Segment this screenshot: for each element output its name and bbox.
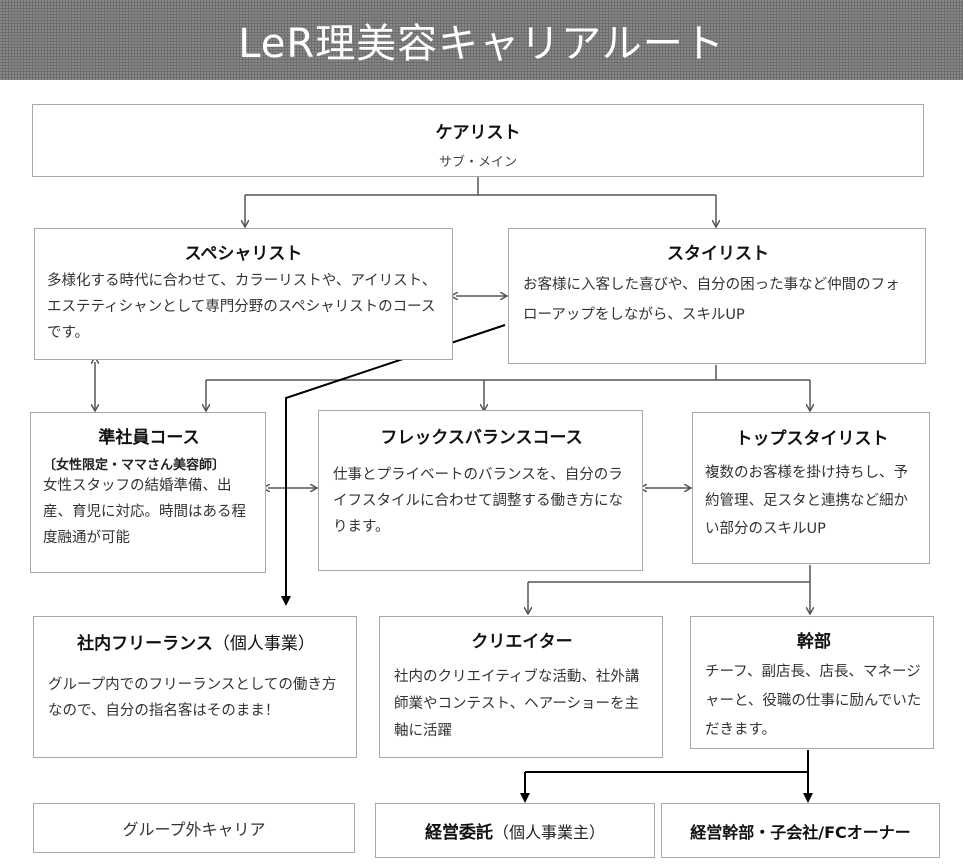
topstylist-title: トップスタイリスト — [735, 429, 889, 449]
owner-title: 経営幹部・子会社/FCオーナー — [690, 822, 911, 842]
consign-title: 経営委託 — [424, 823, 493, 843]
box-topstylist: トップスタイリスト 複数のお客様を掛け持ちし、予約管理、足スタと連携など細かい部… — [692, 412, 930, 564]
external-title: グループ外キャリア — [122, 820, 266, 839]
box-stylist: スタイリスト お客様に入客した喜びや、自分の困った事など仲間のフォローアップをし… — [508, 228, 926, 364]
box-junshain: 準社員コース 〔女性限定・ママさん美容師〕 女性スタッフの結婚準備、出産、育児に… — [30, 412, 266, 573]
creator-desc: 社内のクリエイティブな活動、社外講師業やコンテスト、ヘアーショーを主軸に活躍 — [394, 669, 640, 739]
connector-kanbu — [525, 750, 809, 773]
junshain-title: 準社員コース — [98, 428, 200, 448]
box-consign: 経営委託（個人事業主） — [375, 803, 655, 858]
connector-stylist — [206, 365, 810, 381]
stylist-title: スタイリスト — [667, 244, 769, 264]
freelance-title-row: 社内フリーランス（個人事業） — [48, 629, 344, 654]
kanbu-desc: チーフ、副店長、店長、マネージャーと、役職の仕事に励んでいただきます。 — [705, 664, 922, 738]
carist-title: ケアリスト — [435, 123, 521, 143]
connector-carist — [245, 177, 716, 196]
freelance-desc: グループ内でのフリーランスとしての働き方なので、自分の指名客はそのまま！ — [48, 677, 337, 719]
box-freelance: 社内フリーランス（個人事業） グループ内でのフリーランスとしての働き方なので、自… — [33, 616, 357, 758]
consign-title-note: （個人事業主） — [492, 822, 605, 842]
page-title: LeR理美容キャリアルート — [238, 21, 725, 67]
topstylist-desc: 複数のお客様を掛け持ちし、予約管理、足スタと連携など細かい部分のスキルUP — [705, 465, 908, 537]
flex-desc: 仕事とプライベートのバランスを、自分のライフスタイルに合わせて調整する働き方にな… — [333, 467, 623, 535]
junshain-note: 〔女性限定・ママさん美容師〕 — [43, 458, 226, 473]
box-creator: クリエイター 社内のクリエイティブな活動、社外講師業やコンテスト、ヘアーショーを… — [379, 616, 663, 758]
box-owner: 経営幹部・子会社/FCオーナー — [661, 803, 940, 858]
header-banner: LeR理美容キャリアルート — [0, 0, 963, 80]
freelance-title-note: （個人事業） — [212, 634, 315, 654]
freelance-title: 社内フリーランス — [77, 634, 213, 654]
box-flex: フレックスバランスコース 仕事とプライベートのバランスを、自分のライフスタイルに… — [318, 410, 643, 571]
carist-subtitle: サブ・メイン — [438, 155, 517, 170]
box-external: グループ外キャリア — [33, 803, 355, 853]
kanbu-title: 幹部 — [797, 632, 831, 652]
junshain-desc: 女性スタッフの結婚準備、出産、育児に対応。時間はある程度融通が可能 — [43, 478, 246, 546]
creator-title: クリエイター — [471, 632, 573, 652]
specialist-desc: 多様化する時代に合わせて、カラーリストや、アイリスト、エステティシャンとして専門… — [47, 273, 437, 341]
box-carist: ケアリスト サブ・メイン — [32, 104, 924, 177]
box-kanbu: 幹部 チーフ、副店長、店長、マネージャーと、役職の仕事に励んでいただきます。 — [690, 616, 934, 749]
box-specialist: スペシャリスト 多様化する時代に合わせて、カラーリストや、アイリスト、エステティ… — [34, 228, 453, 360]
connector-topstylist — [528, 565, 811, 583]
specialist-title: スペシャリスト — [184, 244, 303, 264]
stylist-desc: お客様に入客した喜びや、自分の困った事など仲間のフォローアップをしながら、スキル… — [523, 277, 900, 323]
flex-title: フレックスバランスコース — [380, 428, 583, 448]
